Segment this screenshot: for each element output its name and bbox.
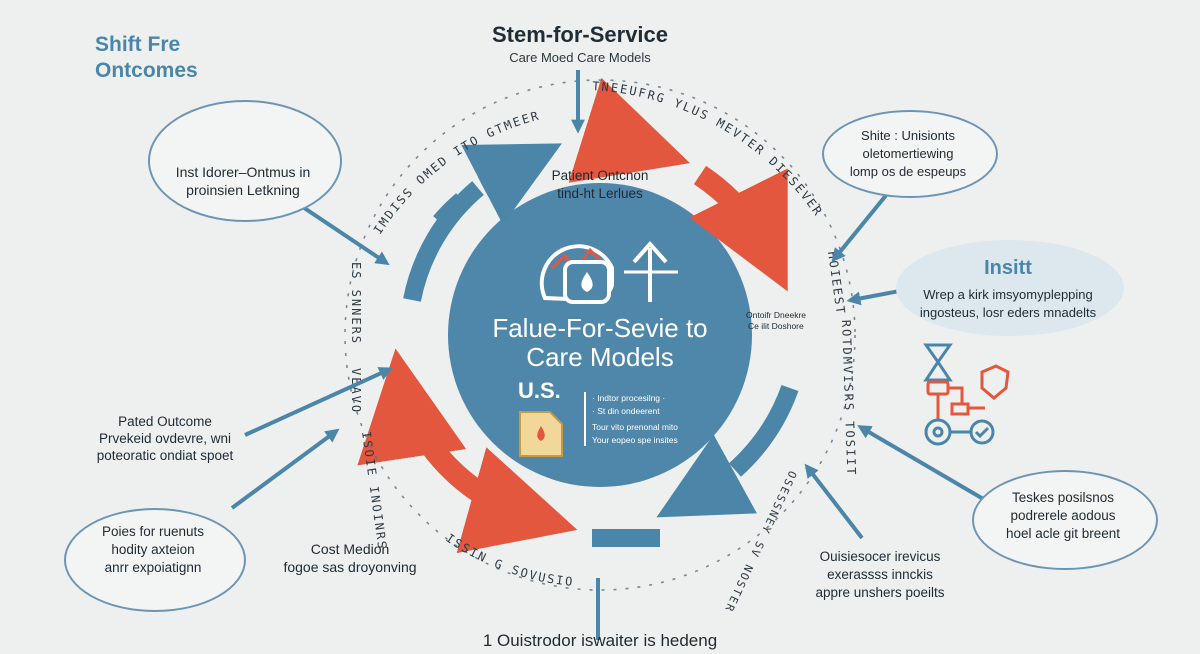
ring-arc-top — [461, 143, 562, 225]
document-icon — [519, 411, 563, 457]
center-title-line2: Care Models — [526, 342, 674, 372]
page-subtitle: Care Moed Care Models — [509, 50, 651, 65]
ring-label-left-lower: VEAVO — [349, 368, 363, 414]
inner-label-top-line2: tind-ht Lerlues — [557, 186, 643, 201]
connector-top-right — [831, 186, 894, 263]
center-list-item: · St din ondeerent — [592, 406, 660, 416]
shield-icon — [980, 364, 1010, 400]
up-arrow-icon — [624, 240, 678, 302]
corner-title-line1: Shift Fre — [95, 33, 181, 56]
ring-arc-bottom-right — [656, 434, 758, 518]
drop-jar-icon — [563, 260, 611, 304]
center-list-item: Your eopeo spe insites — [592, 435, 678, 445]
connector-bottom-right — [804, 463, 864, 540]
inner-label-right-line1: Ontoifr Dneekre — [746, 310, 806, 320]
callout-cloud-top-right — [822, 110, 998, 198]
corner-title-line2: Ontcomes — [95, 59, 198, 82]
callout-bottom-right-line3: appre unshers poeilts — [815, 585, 945, 600]
callout-cloud-right-low — [972, 470, 1158, 570]
connector-left-low — [230, 428, 340, 510]
insight-line2: ingosteus, losr eders mnadelts — [919, 305, 1097, 320]
callout-bottom-right-line2: exerassss innckis — [827, 567, 933, 582]
ring-label-right-lower: ROTDMVISRS TOSIIT — [839, 320, 858, 477]
hourglass-icon — [923, 343, 953, 382]
callout-left-low-line2: hodity axteion — [111, 542, 195, 557]
callout-top-right-line1: Shite : Unisionts — [861, 128, 955, 143]
center-list-item: Tour vito prenonal mito — [592, 422, 678, 432]
connector-left-mid — [244, 367, 394, 437]
callout-cloud-left-low — [64, 508, 246, 612]
inner-label-top-line1: Patient Ontcnon — [551, 168, 649, 183]
callout-cloud-insight — [896, 240, 1124, 336]
flow-nodes-icon — [926, 380, 985, 420]
ring-arc-red-left — [357, 348, 467, 466]
footer-caption: 1 Ouistrodor iswaiter is hedeng — [482, 631, 718, 650]
ring-label-left-bottom: ISOIE INOINRS — [359, 430, 390, 551]
callout-bottom-mid-line1: Cost Medion — [310, 541, 390, 557]
insight-line1: Wrep a kirk imsyomyplepping — [923, 287, 1093, 302]
ring-arc-red-top — [568, 77, 690, 183]
callout-left-mid-line3: poteoratic ondiat spoet — [96, 448, 234, 463]
callout-left-mid-line2: Prvekeid ovdevre, wni — [98, 431, 232, 446]
callout-left-low-line3: anrr expoiatignn — [104, 560, 202, 575]
inner-label-right-line2: Ce ilit Doshore — [748, 321, 804, 331]
callout-right-low-line1: Teskes posilsnos — [1011, 490, 1115, 505]
callout-right-low-line3: hoel acle git breent — [1005, 526, 1121, 541]
callout-bottom-right-line1: Ouisiesocer irevicus — [819, 549, 941, 564]
ring-label-left-upper: ES SNNERS — [349, 262, 363, 345]
ring-arc-red-right — [689, 165, 788, 292]
center-list-item: · Indtor procesilng · — [592, 393, 666, 403]
callout-left-mid-line1: Pated Outcome — [118, 414, 212, 429]
outer-dashed-ring — [344, 79, 856, 591]
center-us-label: U.S. — [518, 378, 561, 403]
callout-cloud-top-left — [148, 100, 342, 222]
callout-top-right-line2: oletomertiewing — [862, 146, 954, 161]
callout-top-right-line3: lomp os de espeups — [849, 164, 967, 179]
insight-title: Insitt — [984, 257, 1032, 279]
gear-icon — [924, 418, 952, 446]
page-title: Stem-for-Service — [491, 22, 669, 47]
connector-right-low — [857, 425, 987, 502]
check-clock-icon — [969, 419, 995, 445]
callout-left-low-line1: Poies for ruenuts — [101, 524, 205, 539]
callout-right-low-line2: podrerele aodous — [1010, 508, 1116, 523]
ring-label-bottom-right: OSESSNEY SV NOSTER — [722, 469, 799, 615]
center-title-line1: Falue-For-Sevie to — [492, 313, 708, 343]
callout-top-left-line1: Inst Idorer–Ontmus in — [175, 164, 311, 180]
ring-arc-right — [728, 384, 799, 477]
callout-top-left-line2: proinsien Letkning — [186, 182, 300, 198]
callout-bottom-mid-line2: fogoe sas droyonving — [283, 559, 417, 575]
